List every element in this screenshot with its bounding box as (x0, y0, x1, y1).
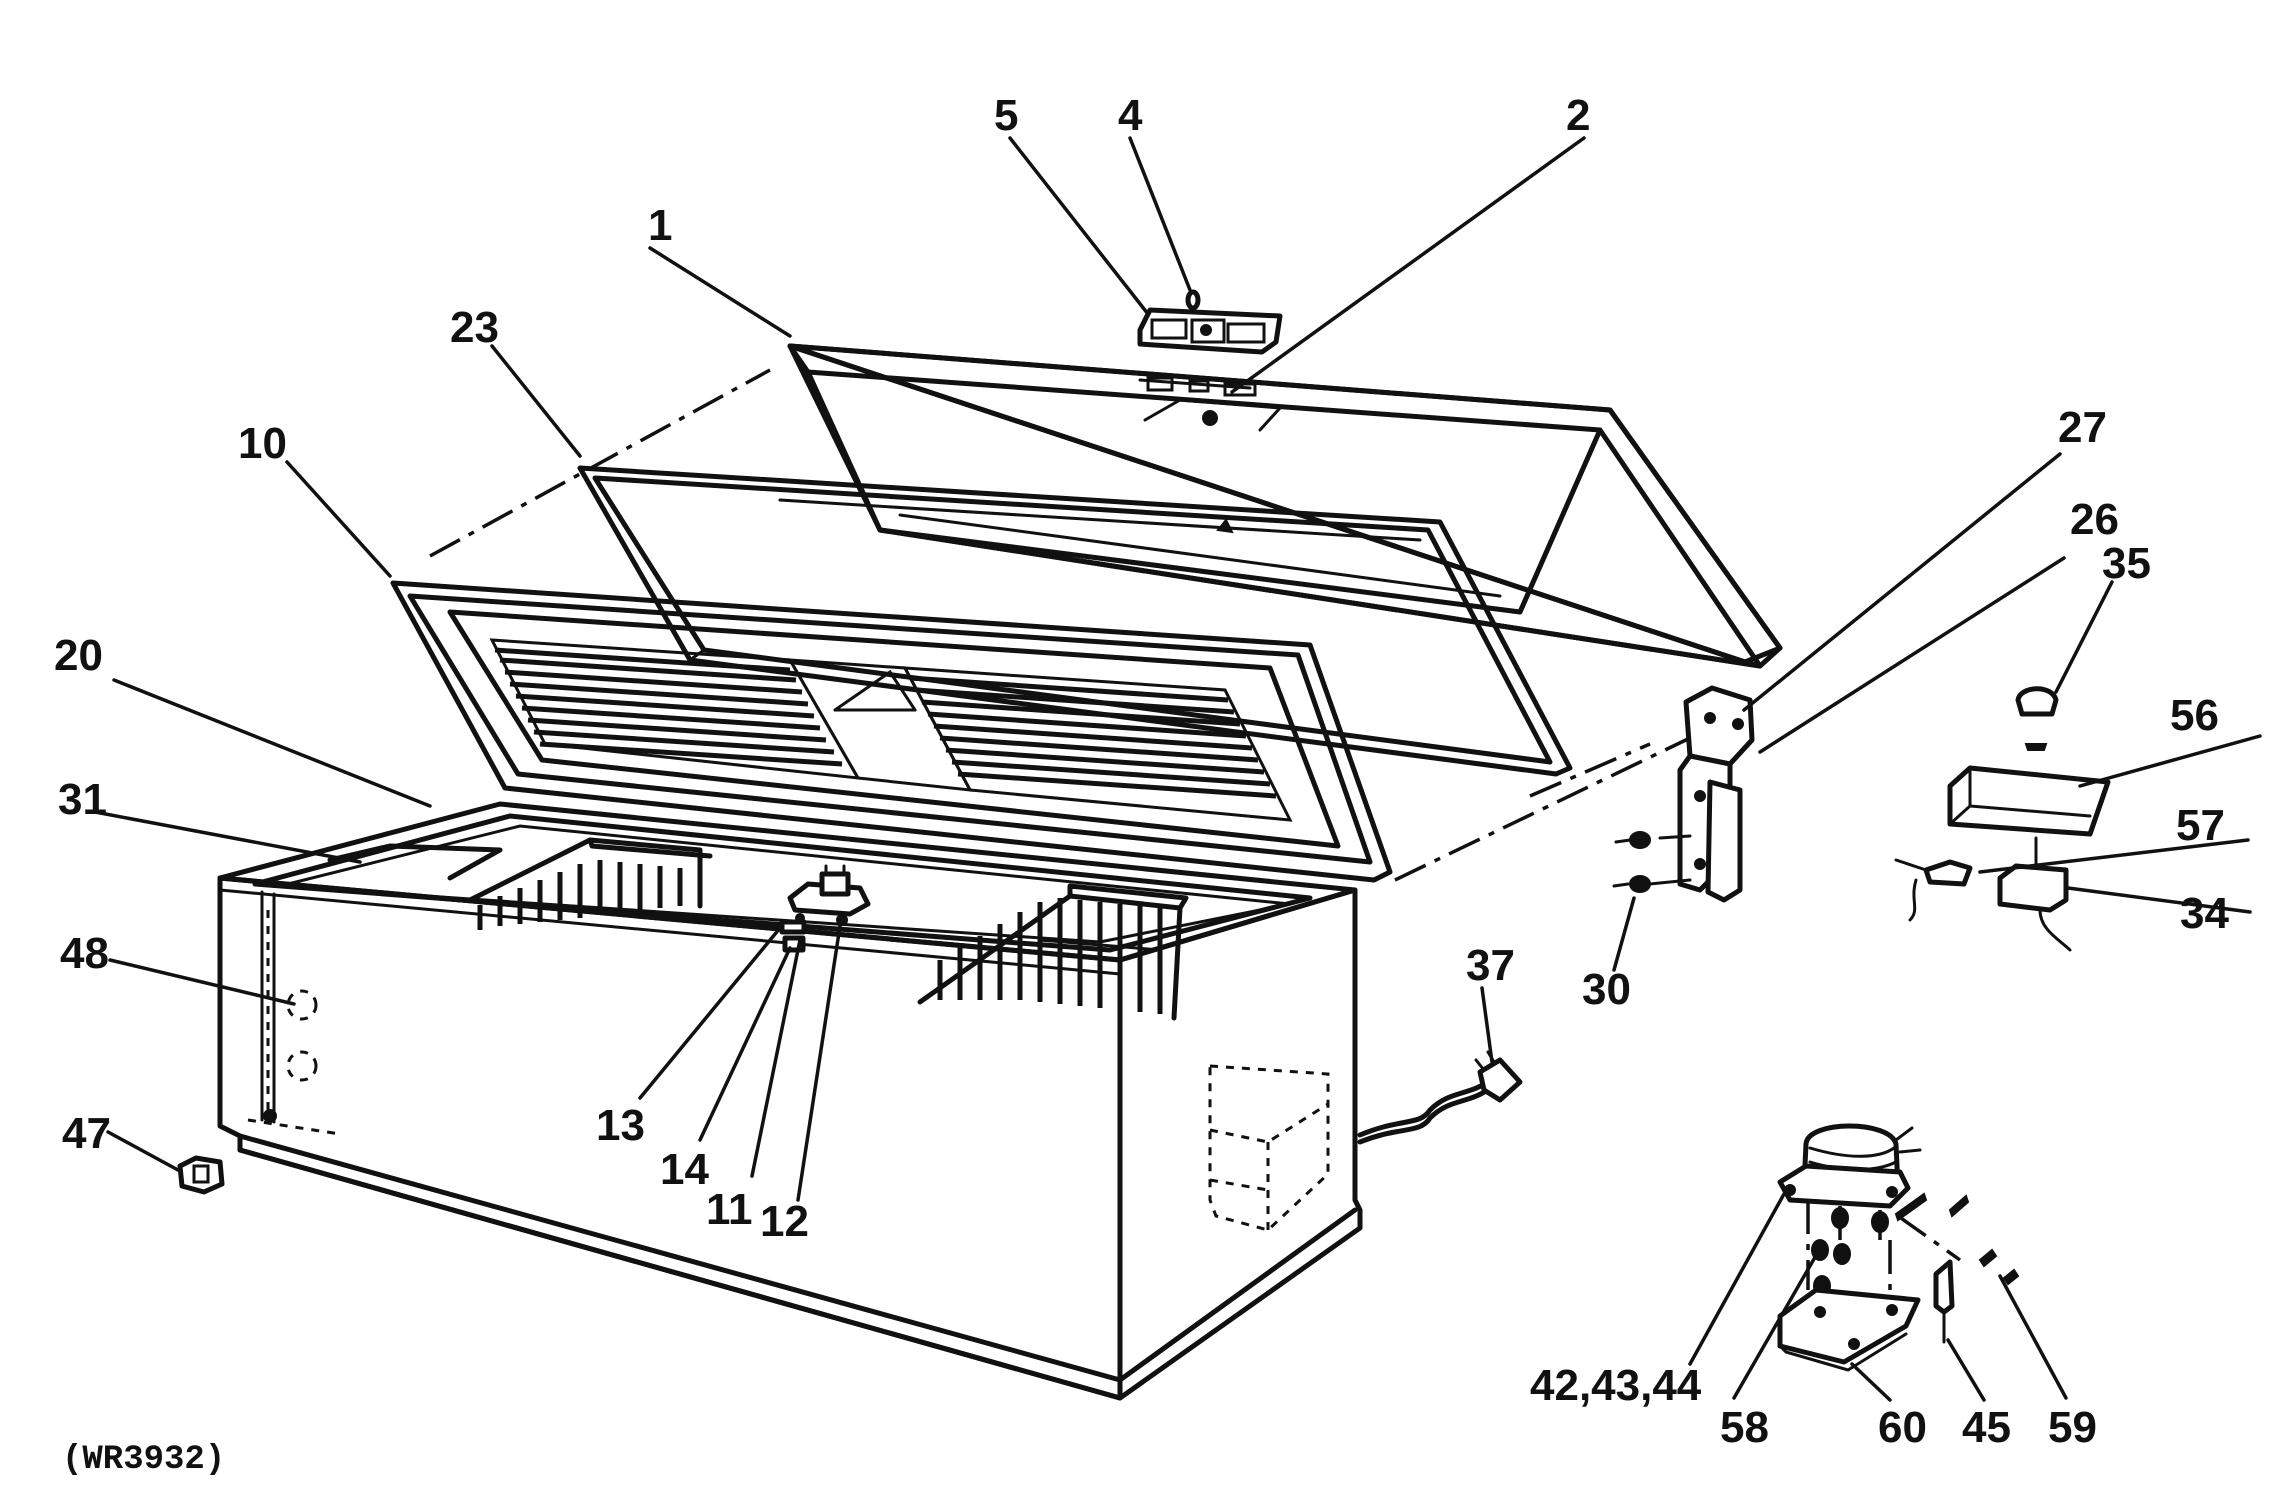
drawing-code: (WR3932) (62, 1441, 225, 1479)
light-socket (1997, 836, 2072, 952)
callout-31: 31 (58, 775, 107, 824)
lid-hinge (1648, 685, 1755, 903)
light-switch (1894, 858, 1973, 922)
callout-58: 58 (1720, 1403, 1769, 1452)
hinge-screw (1612, 831, 1651, 893)
power-cord (1357, 1050, 1523, 1145)
basket-left (467, 837, 713, 930)
compressor-mounting-plate (1777, 1287, 1921, 1372)
light-bracket (1947, 765, 2111, 837)
drain-plug (286, 989, 318, 1082)
callout-20: 20 (54, 631, 103, 680)
light-bulb (2015, 686, 2059, 751)
cabinet-liner-shelf (327, 843, 503, 881)
basket-right (917, 883, 1189, 1021)
callout-48: 48 (60, 929, 109, 978)
callout-27: 27 (2058, 403, 2107, 452)
callout-labels: 1 2 4 5 10 11 12 13 14 20 23 26 27 30 31… (54, 91, 2229, 1452)
lid-liner (390, 580, 1393, 883)
cabinet (217, 801, 1363, 1401)
callout-4: 4 (1118, 91, 1143, 140)
callout-34: 34 (2180, 889, 2229, 938)
callout-47: 47 (62, 1109, 111, 1158)
drain-cap (177, 1155, 225, 1195)
callout-59: 59 (2048, 1403, 2097, 1452)
handle-screw (1185, 289, 1201, 311)
callout-26: 26 (2070, 495, 2119, 544)
lid-gasket (577, 465, 1573, 777)
callout-13: 13 (596, 1101, 645, 1150)
leader-lines (93, 136, 2262, 1402)
callout-11: 11 (706, 1185, 753, 1234)
callout-5: 5 (994, 91, 1018, 140)
callout-42-43-44: 42,43,44 (1530, 1361, 1702, 1410)
relay-clip (1933, 1259, 1955, 1344)
lid-handle (1137, 307, 1283, 355)
callout-10: 10 (238, 419, 287, 468)
outer-lid (787, 343, 1783, 669)
compressor-cord-stud (1978, 1248, 2020, 1286)
callout-2: 2 (1566, 91, 1590, 140)
callout-12: 12 (760, 1197, 809, 1246)
callout-37: 37 (1466, 941, 1515, 990)
callout-14: 14 (660, 1145, 709, 1194)
callout-1: 1 (648, 201, 672, 250)
callout-23: 23 (450, 303, 499, 352)
assembly-centerlines (429, 368, 1691, 882)
compressor-grommet (1811, 1207, 1889, 1297)
compressor-studs (1806, 1192, 1970, 1300)
callout-60: 60 (1878, 1403, 1927, 1452)
thermostat-assembly (779, 864, 871, 953)
callout-45: 45 (1962, 1403, 2011, 1452)
callout-35: 35 (2102, 539, 2151, 588)
compressor (1777, 1123, 1922, 1209)
callout-57: 57 (2176, 801, 2225, 850)
lid-liner-grille-right (902, 666, 1293, 822)
callout-56: 56 (2170, 691, 2219, 740)
callout-30: 30 (1582, 965, 1631, 1014)
